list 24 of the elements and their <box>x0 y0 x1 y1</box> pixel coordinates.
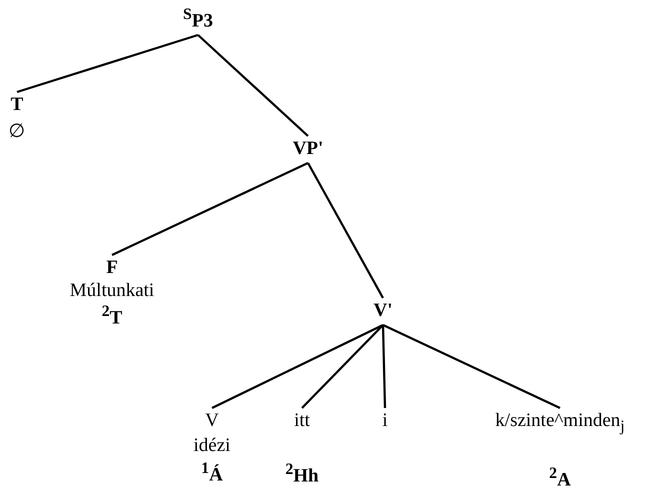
tree-branch <box>301 324 384 409</box>
tree-node-label: F <box>106 257 118 280</box>
tree-node-word: $^{2}$A <box>549 464 571 492</box>
tree-node-word: idézi <box>194 434 230 458</box>
tree-branch <box>212 324 384 409</box>
tree-node-label: itt <box>294 410 310 433</box>
tree-node-word: $^{1}$Á <box>201 460 223 487</box>
tree-node-word: $^{2}$T <box>102 302 122 330</box>
tree-branch <box>112 162 308 256</box>
tree-node-label: $^{S}$P3 <box>183 6 213 34</box>
tree-branch <box>197 34 309 137</box>
tree-branch <box>307 162 384 299</box>
tree-node-label: V' <box>374 300 392 323</box>
tree-node-label: k/szinte^minden$_{j}$ <box>495 410 625 437</box>
tree-node-label: VP' <box>292 138 324 161</box>
tree-node-word: $^{2}$Hh <box>285 460 319 488</box>
tree-node-word: ∅ <box>8 120 26 144</box>
tree-node-label: i <box>382 410 388 433</box>
tree-node-label: T <box>10 94 24 117</box>
tree-node-word: Múltunkati <box>70 280 154 303</box>
tree-branch <box>382 324 386 408</box>
tree-node-label: V <box>205 410 219 433</box>
tree-branch <box>16 34 198 94</box>
tree-branch <box>382 324 560 409</box>
